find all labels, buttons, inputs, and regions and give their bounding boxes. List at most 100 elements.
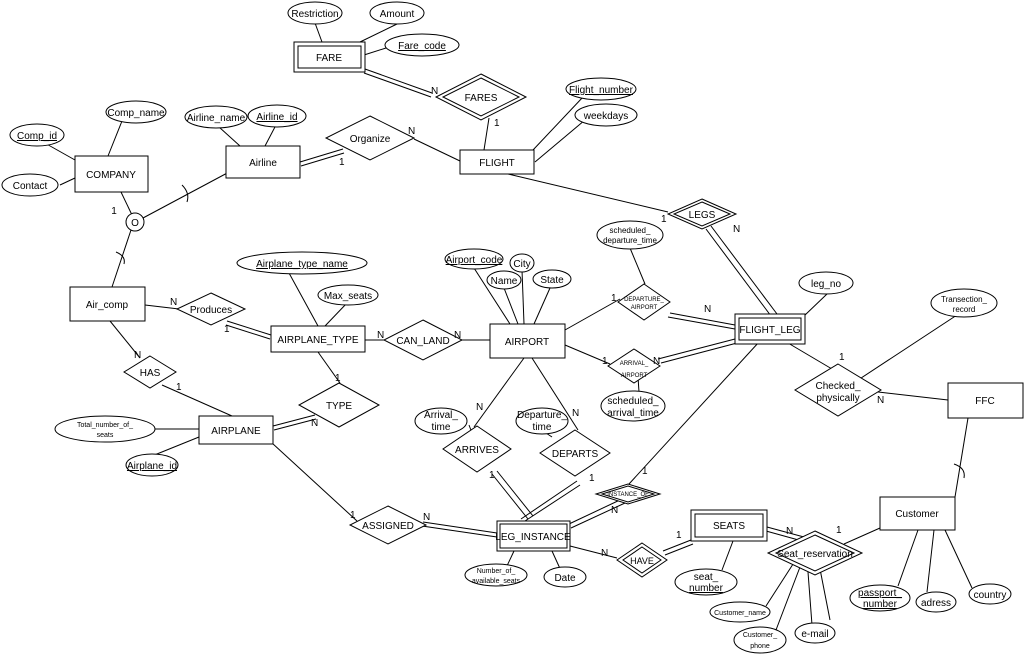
attr-flight-number: Flight_number: [565, 77, 637, 101]
svg-text:Air_comp: Air_comp: [86, 300, 129, 311]
svg-text:record: record: [953, 305, 976, 314]
svg-text:seat_: seat_: [694, 572, 719, 583]
relationships: FARES Organize LEGS Produces CAN_LAND HA…: [123, 73, 882, 578]
svg-text:HAVE: HAVE: [630, 556, 654, 566]
svg-text:Customer_name: Customer_name: [714, 610, 766, 617]
connector-lines: [42, 22, 973, 631]
svg-text:Customer: Customer: [895, 509, 939, 520]
attr-airport-code: Airport_code: [444, 248, 504, 270]
attr-weekdays: weekdays: [574, 103, 638, 127]
attr-airline-name: Airline_name: [184, 105, 248, 129]
rel-departs: DEPARTS: [539, 429, 611, 477]
rel-has: HAS: [123, 355, 177, 389]
attr-adress: adress: [915, 591, 957, 613]
svg-text:Contact: Contact: [13, 181, 48, 192]
attr-departure-time: Departure_ time: [515, 407, 569, 435]
attr-restriction: Restriction: [287, 1, 343, 25]
attr-city: City: [509, 253, 535, 273]
attr-comp-name: Comp_name: [105, 100, 167, 124]
svg-text:AIRPORT: AIRPORT: [505, 337, 549, 348]
card-departure-flight-leg: N: [704, 304, 711, 315]
svg-text:AIRPLANE_TYPE: AIRPLANE_TYPE: [277, 335, 358, 346]
svg-text:FFC: FFC: [975, 396, 994, 407]
svg-text:Transection_: Transection_: [941, 295, 988, 304]
card-organize-airline: 1: [339, 157, 345, 168]
card-arrives-airport: N: [476, 402, 483, 413]
svg-text:Airline: Airline: [249, 158, 277, 169]
card-departs-leg-instance: 1: [589, 473, 595, 484]
rel-have: HAVE: [616, 542, 668, 578]
card-assigned-airplane: 1: [350, 510, 356, 521]
attr-scheduled-arrival-time: scheduled_ arrival_time: [600, 390, 666, 422]
attr-airplane-type-name: Airplane_type_name: [236, 251, 368, 275]
card-checked-ffc: N: [877, 395, 884, 406]
svg-text:seats: seats: [97, 432, 114, 439]
rel-seat-reservation: Seat_reservation: [766, 530, 864, 576]
attr-number-of-available-seats: Number_of_ available_seats: [464, 563, 528, 587]
card-fares-fare: N: [431, 86, 438, 97]
rel-departure-airport: DEPARTURE_ AIRPORT: [617, 283, 671, 321]
svg-text:Flight_number: Flight_number: [569, 85, 634, 96]
rel-legs: LEGS: [666, 198, 738, 230]
attr-scheduled-departure-time: scheduled_ departure_time: [596, 220, 664, 250]
svg-text:country: country: [974, 590, 1007, 601]
svg-text:ASSIGNED: ASSIGNED: [362, 521, 414, 532]
entity-customer: Customer: [879, 496, 956, 531]
entity-flight: FLIGHT: [459, 149, 535, 175]
entity-seats: SEATS: [690, 509, 768, 542]
rel-assigned: ASSIGNED: [348, 505, 428, 545]
attr-passport-number: passport_ number: [849, 584, 911, 612]
card-seat-reservation-seats: N: [786, 526, 793, 537]
svg-text:CAN_LAND: CAN_LAND: [396, 336, 449, 347]
card-arrival-flight-leg: N: [653, 356, 660, 367]
svg-text:physically: physically: [816, 393, 859, 404]
svg-text:Number_of_: Number_of_: [477, 568, 516, 575]
card-has-air-comp: N: [134, 350, 141, 361]
svg-text:INSTANCE_OF: INSTANCE_OF: [607, 492, 649, 498]
card-has-airplane: 1: [176, 382, 182, 393]
entity-airline: Airline: [225, 145, 301, 179]
svg-text:Customer_: Customer_: [743, 632, 777, 639]
svg-text:FLIGHT: FLIGHT: [479, 158, 515, 169]
svg-text:adress: adress: [921, 598, 951, 609]
svg-text:number: number: [863, 599, 898, 610]
svg-text:Airplane_type_name: Airplane_type_name: [256, 259, 348, 270]
svg-text:DEPARTS: DEPARTS: [552, 449, 599, 460]
svg-text:DEPARTURE_: DEPARTURE_: [624, 297, 664, 303]
card-legs-flight-leg: N: [733, 224, 740, 235]
attr-comp-id: Comp_id: [9, 123, 65, 147]
card-produces-airplane-type: 1: [224, 324, 230, 335]
cardinality-company-specialization: 1: [111, 206, 117, 217]
card-assigned-leg-instance: N: [423, 512, 430, 523]
card-seat-reservation-customer: 1: [836, 525, 842, 536]
svg-text:AIRPORT: AIRPORT: [621, 373, 648, 379]
svg-text:departure_time: departure_time: [603, 236, 657, 245]
rel-arrival-airport: ARRIVAL_ AIRPORT: [607, 348, 661, 384]
card-instance-of-flight-leg: 1: [642, 466, 648, 477]
rel-type: TYPE: [297, 382, 381, 428]
svg-text:Departure_: Departure_: [517, 410, 567, 421]
card-departure-airport: 1: [611, 293, 617, 304]
svg-text:FARE: FARE: [316, 53, 342, 64]
entity-company: COMPANY: [74, 155, 149, 193]
attr-date: Date: [543, 566, 587, 588]
svg-text:scheduled_: scheduled_: [610, 226, 651, 235]
svg-text:Seat_reservation: Seat_reservation: [777, 549, 853, 560]
svg-text:FLIGHT_LEG: FLIGHT_LEG: [739, 325, 800, 336]
svg-text:passport_: passport_: [858, 588, 902, 599]
svg-text:Arrival_: Arrival_: [424, 410, 458, 421]
attr-name: Name: [486, 270, 522, 290]
rel-arrives: ARRIVES: [442, 425, 512, 473]
rel-checked-physically: Checked_ physically: [794, 363, 882, 417]
attr-transection-record: Transection_ record: [930, 288, 998, 318]
svg-text:Airport_code: Airport_code: [446, 255, 503, 266]
attr-email: e-mail: [794, 622, 836, 644]
card-can-land-airplane-type: N: [377, 330, 384, 341]
rel-instance-of: INSTANCE_OF: [594, 483, 662, 505]
attr-contact: Contact: [1, 173, 59, 197]
svg-text:arrival_time: arrival_time: [607, 408, 659, 419]
entities: FARE FLIGHT COMPANY Airline Air_comp AIR…: [69, 41, 1024, 552]
attr-customer-phone: Customer_ phone: [733, 626, 787, 654]
